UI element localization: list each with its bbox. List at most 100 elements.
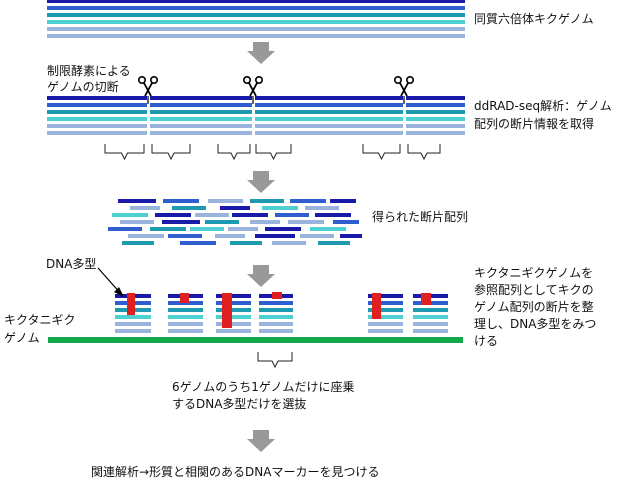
selection-bracket: [257, 352, 293, 369]
fragment: [330, 199, 356, 203]
fragment: [333, 220, 359, 224]
cut-genome-segment: [47, 103, 147, 107]
aligned-fragment: [368, 315, 403, 319]
dna-poly-marker: [372, 293, 381, 319]
cut-genome-segment: [47, 110, 147, 114]
reference-label-line5: ける: [474, 334, 499, 348]
ddrad-label-line2: 配列の断片情報を取得: [474, 117, 595, 131]
cut-genome-segment: [150, 117, 252, 121]
fragment-stack: [216, 293, 251, 333]
reference-label-line2: 参照配列としてキクの: [474, 283, 594, 297]
cut-genome-segment: [255, 131, 403, 135]
reference-label-line1: キクタニギクゲノムを: [474, 266, 594, 280]
selection-label-line1: 6ゲノムのうち1ゲノムだけに座乗: [172, 380, 355, 394]
cut-genome-segment: [255, 96, 403, 100]
cut-genome-stack: [47, 96, 465, 135]
fragment: [118, 199, 156, 203]
cut-genome-segment: [47, 131, 147, 135]
fragment: [305, 206, 339, 210]
aligned-fragment: [368, 322, 403, 326]
kikutani-label-line2: ゲノム: [4, 331, 40, 345]
bracket-icon: [362, 144, 401, 161]
hexaploid-genome-label: 同質六倍体キクゲノム: [474, 12, 594, 26]
fragment: [250, 199, 284, 203]
aligned-fragment: [115, 329, 151, 333]
dna-poly-marker: [127, 293, 135, 315]
cut-genome-segment: [150, 96, 252, 100]
cut-genome-segment: [406, 96, 465, 100]
down-arrow-icon: [247, 265, 275, 287]
fragment: [108, 227, 142, 231]
fragment: [262, 206, 298, 210]
aligned-fragment: [259, 329, 293, 333]
fragment: [205, 220, 239, 224]
fragment: [172, 206, 206, 210]
genome-line: [47, 13, 465, 17]
aligned-fragment: [168, 322, 203, 326]
kikutani-label-line1: キクタニギク: [4, 313, 76, 327]
genome-line: [47, 6, 465, 10]
cut-genome-segment: [406, 131, 465, 135]
reference-label-line3: ゲノム配列の断片を整: [474, 300, 594, 314]
fragment-stack: [368, 293, 403, 333]
down-arrow-icon: [247, 42, 275, 64]
fragment: [180, 241, 216, 245]
fragment: [130, 206, 160, 210]
cut-label-line1: 制限酵素による: [47, 64, 131, 78]
fragment: [265, 227, 301, 231]
scissors-group: [138, 76, 415, 104]
aligned-fragment: [413, 322, 448, 326]
selection-label-line2: するDNA多型だけを選抜: [172, 397, 307, 411]
fragment: [112, 213, 148, 217]
fragment: [195, 213, 229, 217]
scissors-icon: [138, 76, 159, 104]
dna-poly-marker: [421, 293, 431, 305]
bracket-icon: [217, 144, 251, 161]
aligned-fragment: [368, 329, 403, 333]
fragment: [208, 199, 243, 203]
aligned-fragment: [216, 301, 251, 305]
scattered-fragments: [108, 199, 362, 245]
bracket-icon: [257, 352, 293, 369]
reference-genome: [48, 337, 463, 343]
aligned-fragment: [115, 315, 151, 319]
fragment: [340, 234, 362, 238]
final-label: 関連解析→形質と相関のあるDNAマーカーを見つける: [91, 465, 380, 479]
aligned-fragment: [259, 315, 293, 319]
aligned-fragment: [259, 308, 293, 312]
hexaploid-genome-stack: [47, 0, 465, 38]
fragment-stack: [115, 293, 151, 333]
aligned-fragment: [216, 329, 251, 333]
fragment: [150, 227, 186, 231]
aligned-fragment: [368, 308, 403, 312]
fragment: [250, 220, 280, 224]
aligned-fragment: [216, 322, 251, 326]
aligned-fragment: [168, 308, 203, 312]
aligned-fragment: [168, 315, 203, 319]
fragment: [220, 206, 250, 210]
down-arrow-icon: [247, 430, 275, 452]
aligned-fragment: [216, 315, 251, 319]
reference-label-line4: 理し、DNA多型をみつ: [474, 317, 597, 331]
aligned-fragment: [413, 315, 448, 319]
cut-genome-segment: [255, 124, 403, 128]
fragment: [232, 213, 268, 217]
fragment: [315, 213, 351, 217]
fragment: [155, 213, 191, 217]
fragment: [162, 220, 200, 224]
aligned-fragment: [168, 329, 203, 333]
aligned-fragment: [368, 301, 403, 305]
down-arrow-icon: [247, 171, 275, 193]
cut-genome-segment: [47, 117, 147, 121]
fragment: [230, 241, 262, 245]
fragment: [190, 227, 224, 231]
genome-line: [47, 0, 465, 3]
ddrad-label-line1: ddRAD-seq解析：ゲノム: [474, 99, 612, 113]
aligned-fragment: [115, 322, 151, 326]
process-arrows: [247, 42, 275, 452]
fragment-brackets: [104, 144, 441, 161]
fragment: [122, 241, 154, 245]
cut-genome-segment: [406, 110, 465, 114]
scissors-icon: [394, 76, 415, 104]
